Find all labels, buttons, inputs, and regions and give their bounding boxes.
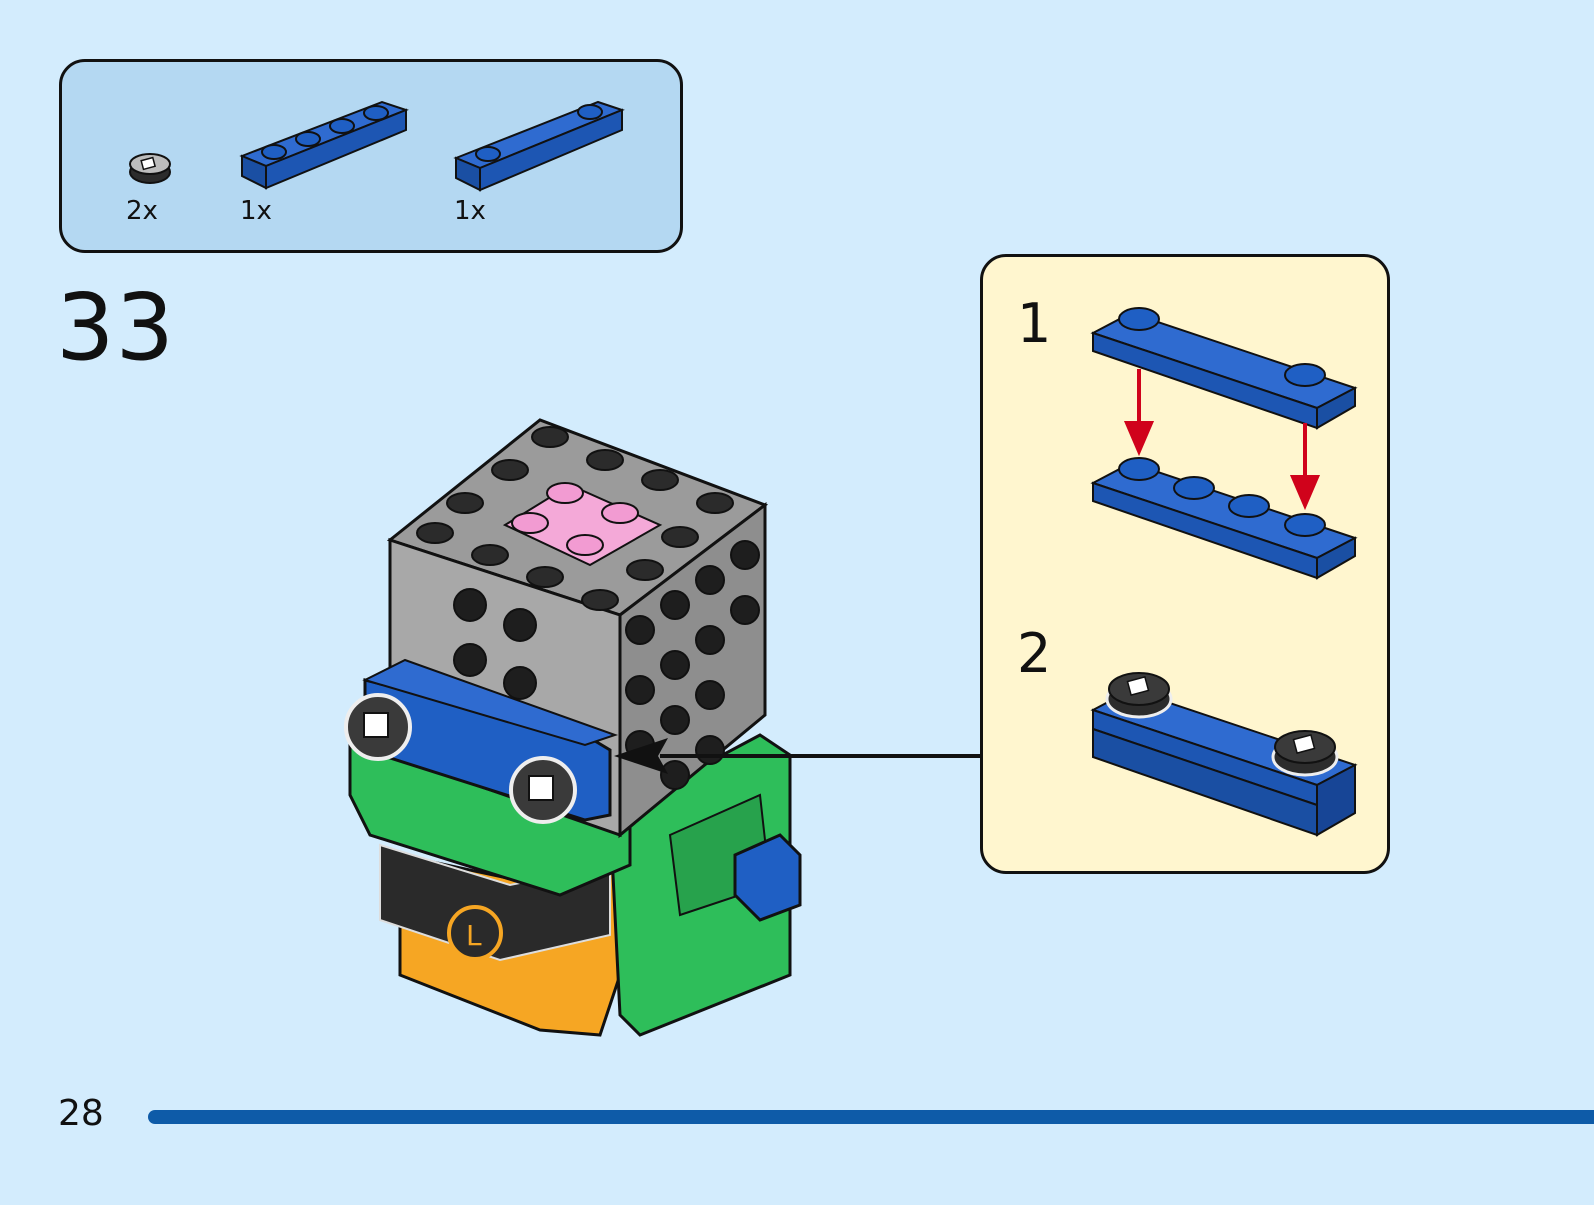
red-down-arrow-icon (1123, 369, 1321, 511)
part-qty-plate-1x4-two-studs: 1x (454, 196, 486, 226)
plate-1x4-icon (239, 100, 409, 190)
parts-list-box: 2x 1x 1x (59, 59, 683, 253)
substep-callout-box: 1 2 (980, 254, 1390, 874)
substep-label-1: 1 (1017, 292, 1052, 355)
part-qty-round-tile: 2x (126, 196, 158, 226)
round-tile-printed-icon (1271, 730, 1339, 777)
substep-1-illustration (1090, 307, 1358, 580)
plate-1x4-two-studs-icon (453, 100, 625, 192)
eye-tile-left-icon (344, 693, 412, 761)
page-number: 28 (58, 1093, 104, 1134)
brickheadz-model-illustration: L (344, 418, 802, 1037)
round-tile-printed-icon (129, 153, 171, 184)
substep-2-illustration (1090, 672, 1358, 837)
page-footer-rule (148, 1110, 1594, 1124)
belt-buckle-icon (447, 905, 503, 961)
svg-text:L: L (466, 919, 482, 952)
part-qty-plate-1x4: 1x (240, 196, 272, 226)
substep-label-2: 2 (1017, 622, 1052, 685)
round-tile-printed-icon (1105, 672, 1173, 719)
eye-tile-right-icon (509, 756, 577, 824)
step-number: 33 (56, 274, 176, 381)
callout-pointer-arrow (614, 738, 980, 774)
